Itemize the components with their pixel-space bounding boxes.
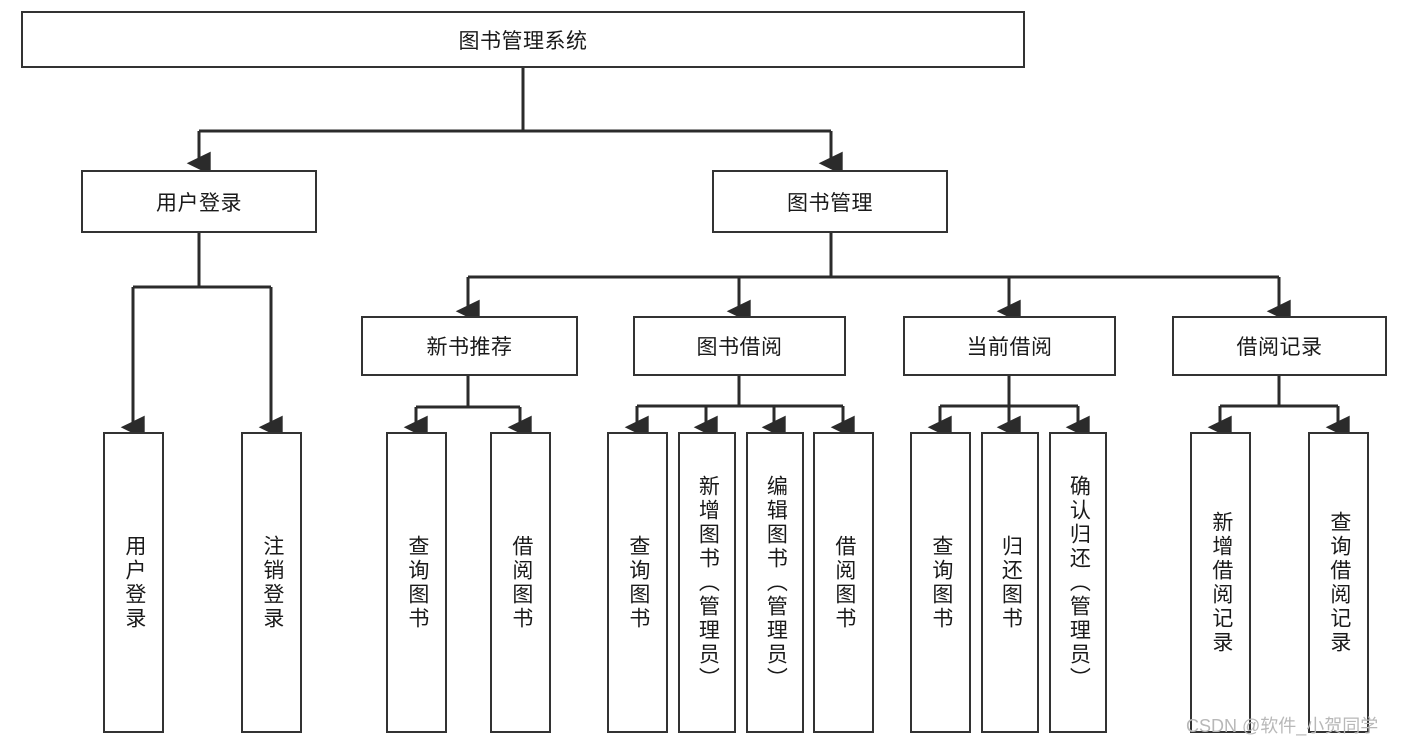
leaf-record-add-record[interactable]: 新增借阅记录 <box>1190 432 1251 733</box>
node-new-book-recommend[interactable]: 新书推荐 <box>361 316 578 376</box>
leaf-label: 借阅图书 <box>832 534 856 631</box>
node-root-system[interactable]: 图书管理系统 <box>21 11 1025 68</box>
leaf-record-query-record[interactable]: 查询借阅记录 <box>1308 432 1369 733</box>
watermark-text: CSDN @软件_小贺同学 <box>1186 716 1379 736</box>
leaf-label: 新增借阅记录 <box>1209 510 1233 655</box>
leaf-borrow-add-book-admin[interactable]: 新增图书（管理员） <box>678 432 736 733</box>
leaf-borrow-borrow-book[interactable]: 借阅图书 <box>813 432 874 733</box>
leaf-borrow-query-book[interactable]: 查询图书 <box>607 432 668 733</box>
node-borrow-record[interactable]: 借阅记录 <box>1172 316 1387 376</box>
leaf-label: 查询图书 <box>405 534 429 631</box>
leaf-label: 新增图书（管理员） <box>696 474 720 691</box>
leaf-user-login-login[interactable]: 用户登录 <box>103 432 164 733</box>
leaf-current-query-book[interactable]: 查询图书 <box>910 432 971 733</box>
node-book-management[interactable]: 图书管理 <box>712 170 948 233</box>
leaf-user-login-logout[interactable]: 注销登录 <box>241 432 302 733</box>
node-user-login[interactable]: 用户登录 <box>81 170 317 233</box>
leaf-recommend-query-book[interactable]: 查询图书 <box>386 432 447 733</box>
leaf-label: 编辑图书（管理员） <box>764 474 788 691</box>
leaf-label: 查询图书 <box>929 534 953 631</box>
leaf-label: 注销登录 <box>260 534 284 631</box>
leaf-recommend-borrow-book[interactable]: 借阅图书 <box>490 432 551 733</box>
leaf-label: 确认归还（管理员） <box>1067 474 1091 691</box>
leaf-label: 查询借阅记录 <box>1327 510 1351 655</box>
leaf-current-confirm-return-admin[interactable]: 确认归还（管理员） <box>1049 432 1107 733</box>
leaf-label: 用户登录 <box>122 534 146 631</box>
leaf-current-return-book[interactable]: 归还图书 <box>981 432 1039 733</box>
node-book-borrow[interactable]: 图书借阅 <box>633 316 846 376</box>
leaf-label: 借阅图书 <box>509 534 533 631</box>
leaf-borrow-edit-book-admin[interactable]: 编辑图书（管理员） <box>746 432 804 733</box>
leaf-label: 查询图书 <box>626 534 650 631</box>
node-current-borrow[interactable]: 当前借阅 <box>903 316 1116 376</box>
leaf-label: 归还图书 <box>999 534 1023 631</box>
